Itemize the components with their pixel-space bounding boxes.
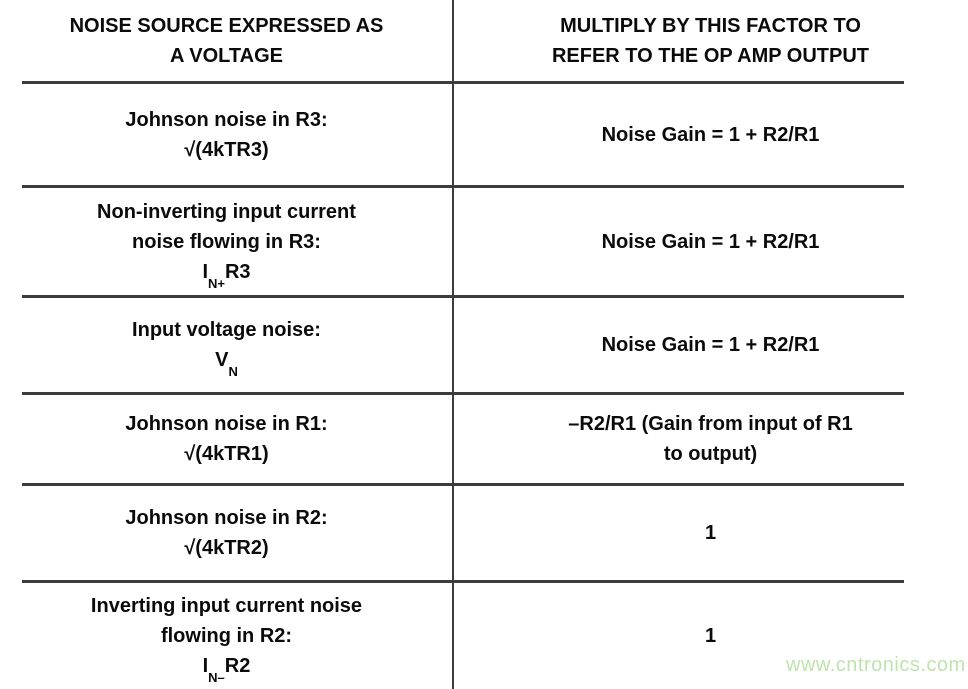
factor-cell: Noise Gain = 1 + R2/R1 <box>453 84 968 185</box>
watermark-text: www.cntronics.com <box>786 654 966 676</box>
formula-rest: R2 <box>224 655 251 677</box>
cell-text: Noise Gain = 1 + R2/R1 <box>601 123 820 146</box>
formula-subscript: N <box>228 364 238 379</box>
formula-text: VN <box>215 345 238 378</box>
table-row: Non-inverting input current noise flowin… <box>0 188 968 295</box>
formula-rest: R3 <box>224 260 251 283</box>
row-divider-line <box>22 580 904 583</box>
row-divider-line <box>22 185 904 188</box>
table-row: Input voltage noise: VN Noise Gain = 1 +… <box>0 298 968 392</box>
row-divider-line <box>22 483 904 486</box>
cell-text: noise flowing in R3: <box>132 230 321 253</box>
noise-source-cell: Non-inverting input current noise flowin… <box>0 188 453 295</box>
factor-cell: Noise Gain = 1 + R2/R1 <box>453 298 968 392</box>
factor-cell: –R2/R1 (Gain from input of R1 to output) <box>453 395 968 483</box>
cell-text: √(4kTR1) <box>184 443 269 465</box>
cell-text: Johnson noise in R1: <box>125 413 328 435</box>
column-divider-line <box>452 0 454 689</box>
formula-base: V <box>215 349 229 371</box>
cell-text: Input voltage noise: <box>132 319 321 341</box>
header-noise-source: NOISE SOURCE EXPRESSED AS A VOLTAGE <box>0 0 453 81</box>
formula-subscript: N+ <box>208 275 225 291</box>
header-line: REFER TO THE OP AMP OUTPUT <box>551 44 870 67</box>
header-multiply-factor: MULTIPLY BY THIS FACTOR TO REFER TO THE … <box>453 0 968 81</box>
cell-text: 1 <box>704 522 717 544</box>
formula-subscript: N– <box>208 670 225 685</box>
cell-text: Inverting input current noise <box>90 595 363 617</box>
cell-text: Noise Gain = 1 + R2/R1 <box>601 334 820 356</box>
formula-base: I <box>202 260 208 283</box>
table-row: Johnson noise in R2: √(4kTR2) 1 <box>0 486 968 580</box>
cell-text: 1 <box>704 625 717 647</box>
row-divider-line <box>22 295 904 298</box>
formula-text: IN+R3 <box>202 257 251 290</box>
cell-text: Johnson noise in R3: <box>125 108 328 131</box>
header-line: A VOLTAGE <box>170 44 283 67</box>
formula-base: I <box>202 655 209 677</box>
row-divider-line <box>22 81 904 84</box>
factor-cell: 1 <box>453 583 968 689</box>
row-divider-line <box>22 392 904 395</box>
noise-source-cell: Inverting input current noise flowing in… <box>0 583 453 689</box>
table-row: Inverting input current noise flowing in… <box>0 583 968 689</box>
cell-text: –R2/R1 (Gain from input of R1 <box>568 413 853 435</box>
cell-text: to output) <box>663 443 758 465</box>
table-row: Johnson noise in R1: √(4kTR1) –R2/R1 (Ga… <box>0 395 968 483</box>
noise-source-cell: Johnson noise in R2: √(4kTR2) <box>0 486 453 580</box>
formula-text: IN–R2 <box>202 651 251 684</box>
factor-cell: Noise Gain = 1 + R2/R1 <box>453 188 968 295</box>
cell-text: Non-inverting input current <box>97 200 356 223</box>
cell-text: √(4kTR2) <box>184 537 269 559</box>
header-line: NOISE SOURCE EXPRESSED AS <box>69 14 384 37</box>
noise-source-cell: Johnson noise in R1: √(4kTR1) <box>0 395 453 483</box>
factor-cell: 1 <box>453 486 968 580</box>
table-header-row: NOISE SOURCE EXPRESSED AS A VOLTAGE MULT… <box>0 0 968 81</box>
cell-text: Noise Gain = 1 + R2/R1 <box>601 230 820 253</box>
noise-source-cell: Input voltage noise: VN <box>0 298 453 392</box>
table-row: Johnson noise in R3: √(4kTR3) Noise Gain… <box>0 84 968 185</box>
cell-text: √(4kTR3) <box>184 138 269 161</box>
header-line: MULTIPLY BY THIS FACTOR TO <box>560 14 861 37</box>
noise-source-cell: Johnson noise in R3: √(4kTR3) <box>0 84 453 185</box>
cell-text: Johnson noise in R2: <box>125 507 328 529</box>
cell-text: flowing in R2: <box>160 625 293 647</box>
